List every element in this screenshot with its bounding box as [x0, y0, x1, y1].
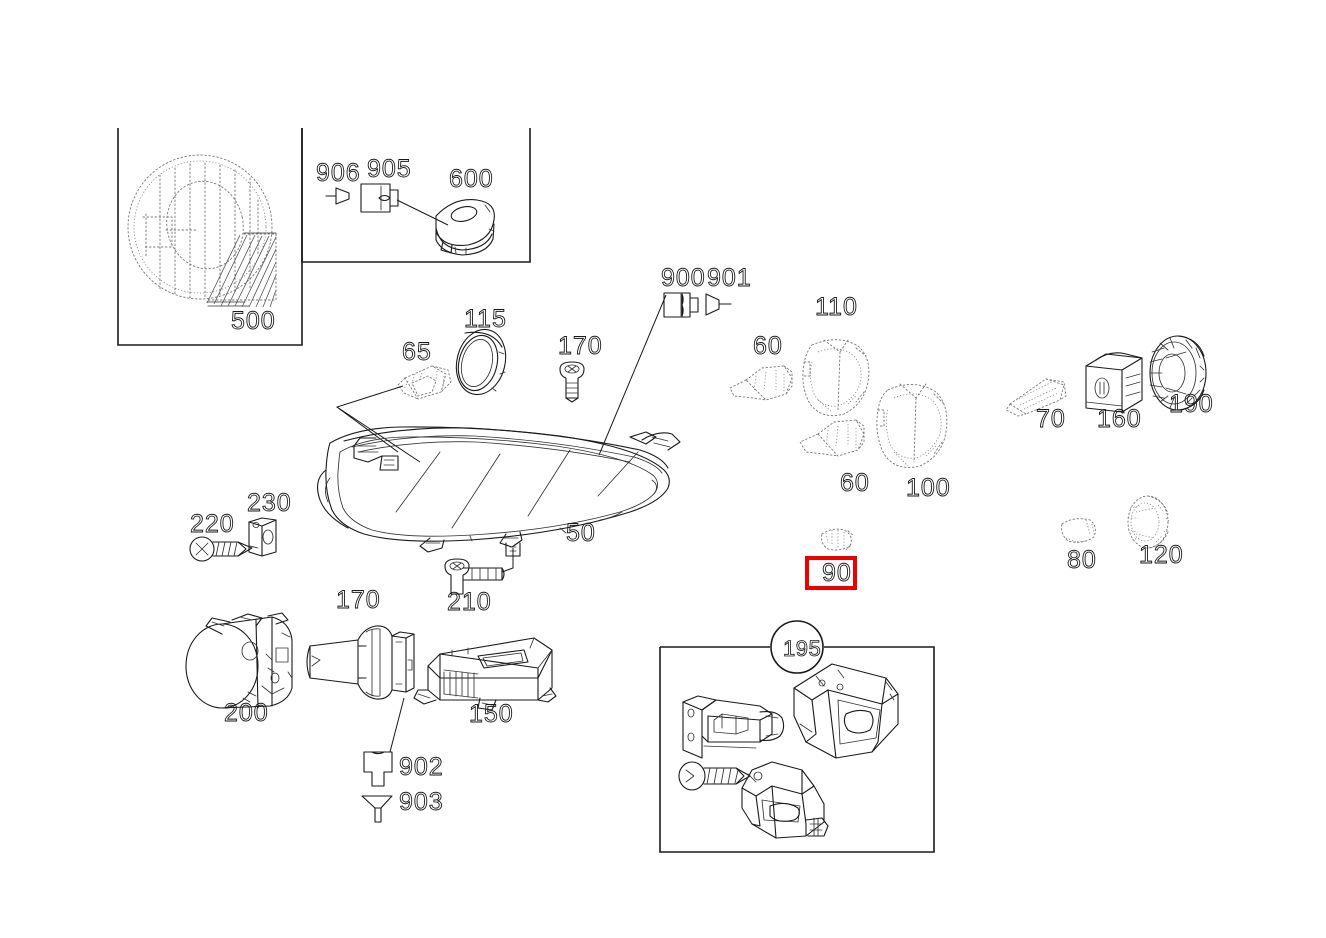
- detail-box-600: 906 905 600: [301, 128, 531, 263]
- part-600-cover-cap: [435, 199, 495, 256]
- label-900: 900: [661, 264, 706, 292]
- label-901: 901: [707, 264, 752, 292]
- label-60-upper: 60: [753, 332, 783, 360]
- part-195-bracket-bottom: [741, 761, 829, 839]
- part-190-toothed-wheel: [1149, 335, 1207, 411]
- part-60-socket-upper: [729, 365, 793, 401]
- label-905: 905: [367, 155, 412, 183]
- label-220: 220: [190, 510, 235, 538]
- label-230: 230: [247, 489, 292, 517]
- part-170-bolt-lower: [444, 548, 514, 595]
- detail-box-500: 500: [117, 128, 303, 346]
- part-230-retaining-plate: [248, 517, 277, 557]
- label-170-lower: 210: [447, 588, 492, 616]
- label-80: 80: [1067, 546, 1097, 574]
- label-906: 906: [316, 159, 361, 187]
- label-100: 100: [906, 474, 951, 502]
- part-110-reflector-upper: [802, 339, 870, 417]
- part-906-terminal: [325, 187, 350, 205]
- part-901-terminal: [705, 293, 732, 316]
- part-65-clips: [397, 365, 452, 400]
- part-120-gear-ring: [1127, 495, 1171, 549]
- part-500-section-view: [127, 154, 277, 308]
- label-110: 110: [815, 293, 858, 321]
- part-150-control-unit: [413, 637, 557, 711]
- detail-box-195: 195: [659, 620, 935, 853]
- leader-65: [335, 385, 404, 453]
- part-80-bushing: [1061, 518, 1096, 544]
- part-50-headlamp-housing: [317, 426, 681, 557]
- part-200-motor: [185, 612, 293, 709]
- part-902-connector: [363, 751, 393, 787]
- label-903: 903: [399, 788, 444, 816]
- label-50: 50: [566, 519, 596, 547]
- label-90: 90: [822, 559, 852, 587]
- part-170-bolt-upper: [559, 361, 585, 403]
- label-600: 600: [449, 165, 494, 193]
- label-190: 190: [1169, 390, 1214, 418]
- part-195-bracket-right: [793, 663, 899, 759]
- part-195-screw: [678, 761, 751, 791]
- part-905-connector: [360, 183, 399, 213]
- label-500: 500: [231, 307, 276, 335]
- part-195-bracket-left: [682, 695, 785, 759]
- label-200: 200: [224, 699, 269, 727]
- label-60-lower: 60: [840, 469, 870, 497]
- part-900-connector: [663, 292, 699, 318]
- label-902: 902: [399, 753, 444, 781]
- part-220-screw: [189, 536, 253, 562]
- label-115: 115: [464, 305, 507, 333]
- label-150: 150: [469, 700, 514, 728]
- part-160-adjuster-housing: [1085, 352, 1143, 413]
- label-210: 170: [336, 586, 381, 614]
- leader-65b: [336, 406, 421, 463]
- leader-900: [598, 294, 667, 456]
- label-65: 65: [402, 338, 432, 366]
- part-210-bulb-holder: [306, 625, 415, 753]
- part-115-trim-ring: [455, 328, 507, 396]
- part-60-socket-lower: [799, 419, 865, 457]
- part-100-reflector: [876, 383, 948, 468]
- label-170-upper: 170: [558, 332, 603, 360]
- label-160: 160: [1097, 405, 1142, 433]
- part-70-spring-clip: [1005, 378, 1067, 417]
- part-90-seal-ring: [821, 528, 855, 551]
- label-195: 195: [783, 636, 821, 661]
- part-903-terminal: [361, 795, 393, 823]
- label-120: 120: [1139, 541, 1184, 569]
- label-70: 70: [1036, 405, 1066, 433]
